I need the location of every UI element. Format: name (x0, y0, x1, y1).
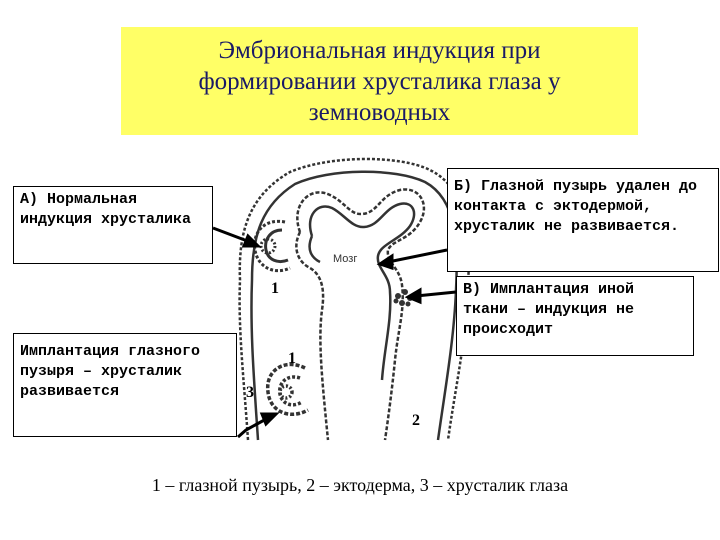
number-2: 2 (412, 412, 420, 429)
arrow-c (415, 290, 457, 298)
label-d-vesicle-implanted: Имплантация глазного пузыря – хрусталик … (13, 333, 237, 437)
number-1-top: 1 (271, 280, 279, 297)
legend-caption: 1 – глазной пузырь, 2 – эктодерма, 3 – х… (151, 475, 569, 495)
brain-label: Мозг (333, 253, 357, 265)
ectoderm (238, 157, 470, 441)
label-b-vesicle-removed: Б) Глазной пузырь удален до контакта с э… (447, 168, 719, 272)
title-banner: Эмбриональная индукция при формировании … (121, 27, 638, 135)
arrow-a-head (241, 233, 262, 248)
arrow-a (212, 226, 251, 244)
label-c-other-tissue: В) Имплантация иной ткани – индукция не … (456, 276, 694, 356)
brain (295, 188, 426, 441)
arrow-b (387, 248, 448, 264)
page-title: Эмбриональная индукция при формировании … (198, 36, 561, 126)
arrow-c-head (404, 287, 422, 305)
arrow-b-head (376, 253, 394, 271)
arrow-d (237, 416, 269, 439)
optic-vesicle-a (253, 219, 291, 273)
arrows (212, 226, 457, 439)
number-1-bottom: 1 (288, 350, 296, 367)
number-3: 3 (246, 384, 254, 401)
arrow-d-head (259, 412, 280, 427)
optic-vesicle-d (266, 362, 309, 416)
label-a-normal-induction: А) Нормальная индукция хрусталика (13, 186, 213, 264)
